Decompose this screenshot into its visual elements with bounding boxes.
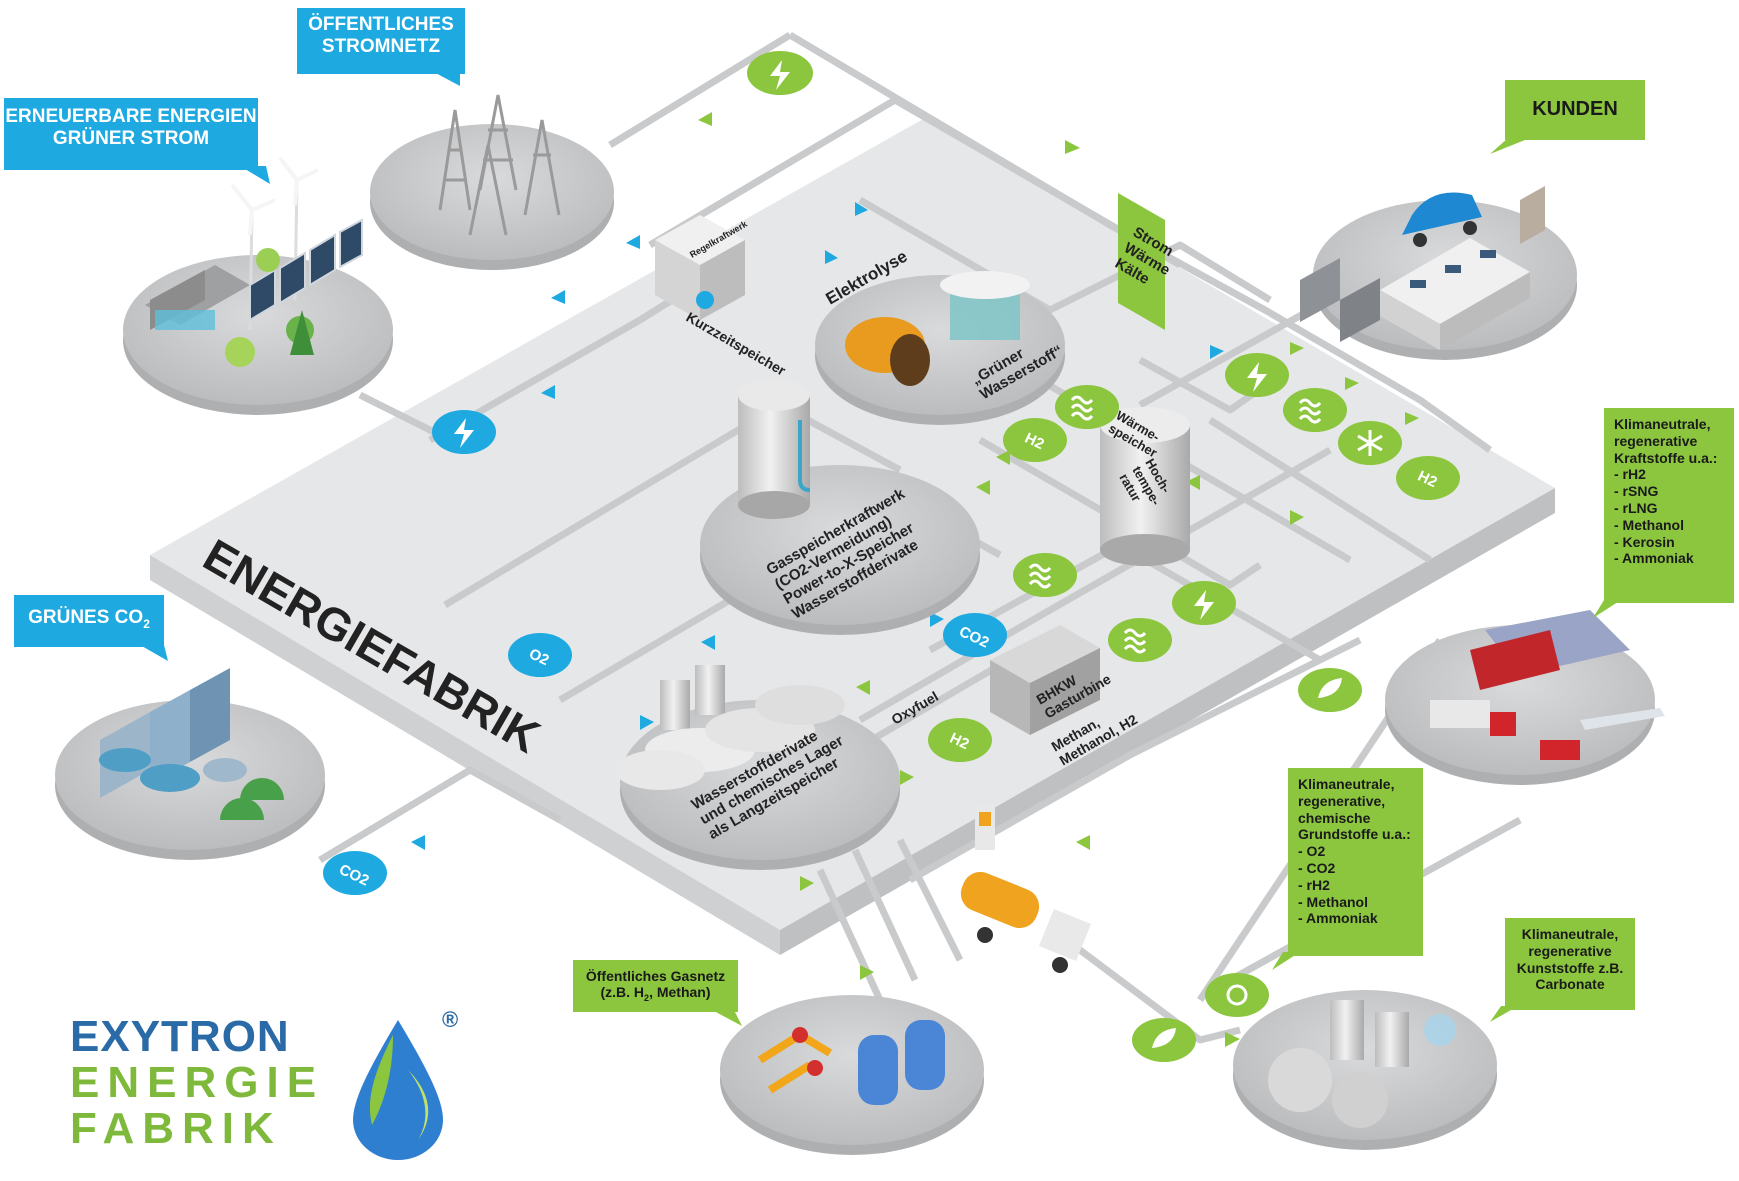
grundstoffe-title: Klimaneutrale, regenerative, chemische G… xyxy=(1298,776,1411,843)
disc-mobility xyxy=(1385,610,1665,785)
badge-strom-right xyxy=(1172,353,1289,625)
callout-gruenes-co2: GRÜNES CO2 xyxy=(14,595,164,647)
callout-tail xyxy=(1593,600,1621,618)
badge-o2: O2 xyxy=(508,633,572,677)
list-item: - Methanol xyxy=(1298,893,1368,910)
kraftstoffe-box: Klimaneutrale, regenerative Kraftstoffe … xyxy=(1604,408,1734,603)
kraftstoffe-list: - rH2- rSNG- rLNG- Methanol- Kerosin- Am… xyxy=(1614,466,1724,567)
strom-waerme-kaelte-box xyxy=(1118,193,1165,330)
disc-kunden xyxy=(1300,186,1577,360)
svg-text:H2: H2 xyxy=(947,730,972,754)
badge-co2-left: CO2 xyxy=(323,851,387,895)
callout-tail xyxy=(1490,138,1530,154)
grundstoffe-list: - O2- CO2- rH2- Methanol- Ammoniak xyxy=(1298,843,1413,927)
bhkw-building xyxy=(990,625,1100,735)
registered-mark: ® xyxy=(442,1007,459,1032)
kunststoffe-box: Klimaneutrale, regenerative Kunststoffe … xyxy=(1505,918,1635,1010)
badge-strom-top xyxy=(747,51,813,95)
svg-text:O2: O2 xyxy=(526,645,551,669)
kraftstoffe-title: Klimaneutrale, regenerative Kraftstoffe … xyxy=(1614,416,1718,466)
list-item: - rSNG xyxy=(1614,483,1659,500)
badge-kaelte-snowflake xyxy=(1338,421,1402,465)
flow-arrows xyxy=(411,112,1470,1047)
gasspeicher-disc xyxy=(700,379,980,635)
co2-subscript: 2 xyxy=(143,616,150,631)
elektrolyse-disc xyxy=(815,271,1065,425)
list-item: - Ammoniak xyxy=(1614,550,1694,567)
badge-waerme-icons xyxy=(1013,385,1347,662)
svg-text:H2: H2 xyxy=(1415,468,1440,492)
co2-label: GRÜNES CO xyxy=(28,607,144,628)
disc-gruenes-co2 xyxy=(55,668,325,860)
gasnetz-subscript: 2 xyxy=(644,992,650,1003)
list-item: - rH2 xyxy=(1298,876,1330,893)
kurzzeitspeicher-box xyxy=(655,215,745,320)
badge-h2-right: H2 xyxy=(1396,456,1460,500)
badge-h2-elektrolyse: H2 xyxy=(1003,418,1067,462)
langzeitspeicher-disc xyxy=(615,665,900,870)
disc-kunststoffe xyxy=(1233,990,1497,1150)
gasnetz-label: Öffentliches Gasnetz (z.B. H xyxy=(585,968,726,1001)
logo-drop-icon xyxy=(353,1020,443,1160)
list-item: - Ammoniak xyxy=(1298,910,1378,927)
callout-tail xyxy=(712,1010,742,1026)
callout-erneuerbare: ERNEUERBARE ENERGIEN GRÜNER STROM xyxy=(4,98,258,170)
callout-stromnetz: ÖFFENTLICHES STROMNETZ xyxy=(297,8,465,74)
callout-gasnetz: Öffentliches Gasnetz (z.B. H2, Methan) xyxy=(573,960,738,1012)
callout-tail xyxy=(430,70,460,86)
disc-gasnetz xyxy=(720,995,984,1155)
waermespeicher-tank xyxy=(1100,407,1190,566)
list-item: - Methanol xyxy=(1614,516,1684,533)
logo-line-1: EXYTRON xyxy=(70,1012,290,1061)
svg-text:H2: H2 xyxy=(1022,430,1047,454)
badge-h2-oxyfuel: H2 xyxy=(928,718,992,762)
callout-kunden: KUNDEN xyxy=(1505,80,1645,140)
logo-line-2: ENERGIE xyxy=(70,1058,325,1107)
gasnetz-label-tail: , Methan) xyxy=(649,984,711,1001)
callout-tail xyxy=(1272,952,1300,970)
list-item: - Kerosin xyxy=(1614,533,1675,550)
tank-truck xyxy=(960,805,1092,973)
disc-stromnetz xyxy=(370,94,614,270)
list-item: - rLNG xyxy=(1614,499,1658,516)
list-item: - O2 xyxy=(1298,843,1326,860)
badge-leaf-icons xyxy=(1132,668,1362,1062)
exytron-logo: EXYTRON ENERGIE FABRIK ® xyxy=(70,1009,458,1160)
callout-tail xyxy=(140,645,168,661)
callout-tail xyxy=(1490,1006,1518,1022)
logo-line-3: FABRIK xyxy=(70,1104,282,1153)
badge-strom-blue xyxy=(432,410,496,454)
badge-co2-mid: CO2 xyxy=(943,613,1007,657)
disc-erneuerbare xyxy=(123,156,393,415)
list-item: - rH2 xyxy=(1614,466,1646,483)
label-hochtemperatur: Hoch-tempe-ratur xyxy=(1116,456,1176,515)
callout-tail xyxy=(240,166,270,184)
list-item: - CO2 xyxy=(1298,859,1336,876)
grundstoffe-box: Klimaneutrale, regenerative, chemische G… xyxy=(1288,768,1423,956)
